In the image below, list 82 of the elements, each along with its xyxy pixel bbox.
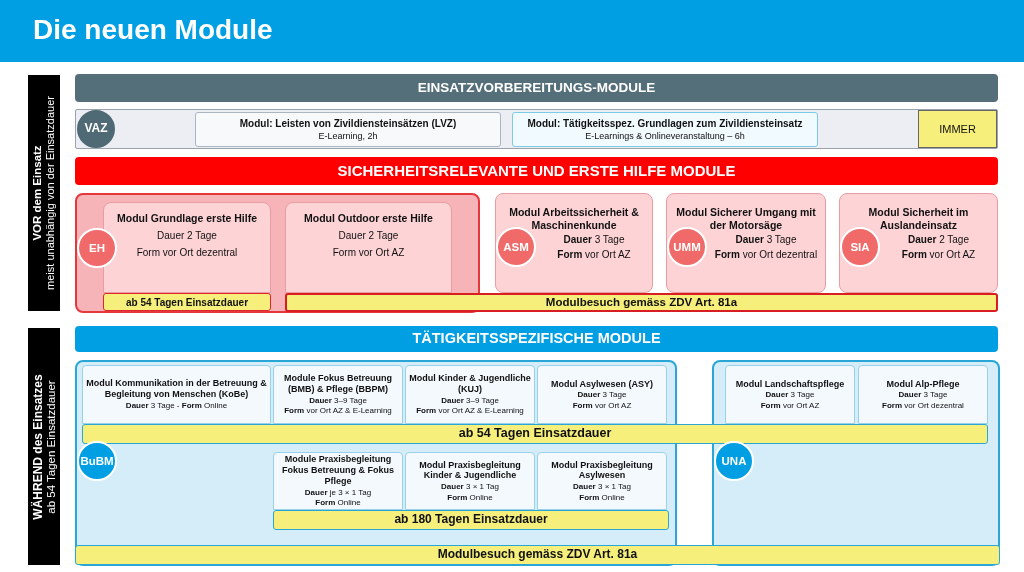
module-detail: Form vor Ort dezentral [714, 249, 818, 262]
page-title: Die neuen Module [33, 14, 273, 46]
module-title: Module Praxisbegleitung Fokus Betreuung & Fokus Pflege [281, 454, 395, 487]
module-title: Modul: Leisten von Zivildiensteinsätzen (LVZ) [238, 117, 458, 130]
module-title: Modul: Tätigkeitsspez. Grundlagen zum Zivildiensteinsatz [526, 117, 804, 130]
section-header: TÄTIGKEITSSPEZIFISCHE MODULE [75, 326, 998, 352]
module-detail: E-Learnings & Onlineveranstaltung – 6h [584, 130, 746, 142]
module-detail: Dauer 2 Tage [908, 234, 969, 247]
module-title: Modul Landschaftspflege [734, 378, 846, 390]
module-detail: Dauer 3 Tage - Form Online [124, 401, 229, 411]
module-detail: Dauer 3–9 Tage [440, 395, 500, 406]
availability-tag: IMMER [918, 110, 997, 148]
requirement-bar: ab 180 Tagen Einsatzdauer [273, 510, 669, 530]
module-detail: Dauer 3 Tage [897, 390, 949, 400]
module-card [725, 365, 855, 424]
module-detail: Dauer 3 Tage [563, 234, 625, 247]
module-detail: Dauer je 3 × 1 Tag [303, 487, 373, 498]
module-detail: Dauer 3 Tage [576, 390, 628, 400]
requirement-bar: ab 54 Tagen Einsatzdauer [82, 424, 988, 444]
module-card [495, 193, 653, 293]
requirement-bar: Modulbesuch gemäss ZDV Art. 81a [75, 545, 1000, 565]
requirement-bar: ab 54 Tagen Einsatzdauer [103, 293, 271, 311]
module-title: Modul Kinder & Jugendliche (KUJ) [408, 373, 532, 395]
module-detail: Dauer 2 Tage [156, 229, 218, 242]
module-detail: Form vor Ort dezentral [881, 400, 965, 411]
module-card [666, 193, 826, 293]
phase-bar [28, 328, 60, 565]
module-card [273, 452, 403, 510]
module-detail: Form Online [578, 492, 626, 503]
module-card [512, 112, 818, 147]
module-title: Modul Kommunikation in der Betreuung & Begleitung von Menschen (KoBe) [85, 378, 268, 400]
module-title: Modul Praxisbegleitung Kinder & Jugendliche [418, 459, 522, 482]
module-detail: Form Online [446, 492, 494, 503]
module-card [839, 193, 998, 293]
module-detail: Form vor Ort AZ [557, 249, 631, 262]
module-code-circle: UMM [667, 227, 707, 267]
module-detail: Form vor Ort AZ [331, 246, 406, 259]
module-card [285, 202, 452, 293]
module-card [82, 365, 271, 424]
module-detail: Form Online [314, 498, 362, 508]
module-detail: Dauer 3 Tage [735, 234, 797, 247]
phase-bar [28, 75, 60, 311]
module-group-panel [75, 193, 480, 313]
module-title: Modul Outdoor erste Hilfe [303, 212, 434, 225]
module-card [405, 452, 535, 510]
phase-subtitle: meist unabhängig von der Einsatzdauer [44, 96, 58, 290]
section-header: EINSATZVORBEREITUNGS-MODULE [75, 74, 998, 102]
module-detail: Dauer 3–9 Tage [308, 395, 368, 406]
module-card [405, 365, 535, 424]
module-title: Modul Praxisbegleitung Asylwesen [550, 459, 654, 482]
module-card [103, 202, 271, 293]
module-detail: Form vor Ort AZ & E-Learning [283, 406, 393, 416]
requirement-bar: Modulbesuch gemäss ZDV Art. 81a [285, 293, 998, 312]
module-card [858, 365, 988, 424]
module-card [537, 365, 667, 424]
module-code-circle: UNA [714, 441, 754, 481]
module-detail: Dauer 3 Tage [764, 390, 816, 400]
phase-subtitle: ab 54 Tagen Einsatzdauer [44, 379, 58, 514]
module-detail: Form vor Ort dezentral [135, 246, 239, 259]
module-detail: Form vor Ort AZ [901, 249, 976, 262]
module-row-panel [75, 109, 998, 149]
module-title: Module Fokus Betreuung (BMB) & Pflege (BBPM) [283, 373, 393, 395]
module-title: Modul Asylwesen (ASY) [549, 378, 655, 390]
module-code-circle: VAZ [77, 110, 115, 148]
module-card [273, 365, 403, 424]
phase-title: WÄHREND des Einsatzes [29, 373, 45, 520]
module-code-circle: EH [77, 228, 117, 268]
phase-title: VOR dem Einsatz [30, 145, 44, 241]
module-code-circle: SIA [840, 227, 880, 267]
module-detail: Form vor Ort AZ [571, 400, 633, 411]
module-detail: Form vor Ort AZ [759, 400, 821, 411]
module-card [537, 452, 667, 510]
module-detail: E-Learning, 2h [317, 130, 379, 142]
module-title: Modul Grundlage erste Hilfe [116, 212, 258, 225]
module-detail: Dauer 3 × 1 Tag [572, 482, 632, 492]
module-detail: Form vor Ort AZ & E-Learning [415, 406, 525, 416]
module-code-circle: BuBM [77, 441, 117, 481]
section-header: SICHERHEITSRELEVANTE UND ERSTE HILFE MODULE [75, 157, 998, 185]
module-card [195, 112, 501, 147]
module-detail: Dauer 3 × 1 Tag [440, 482, 500, 492]
module-detail: Dauer 2 Tage [337, 229, 400, 242]
module-title: Modul Alp-Pflege [885, 378, 961, 390]
